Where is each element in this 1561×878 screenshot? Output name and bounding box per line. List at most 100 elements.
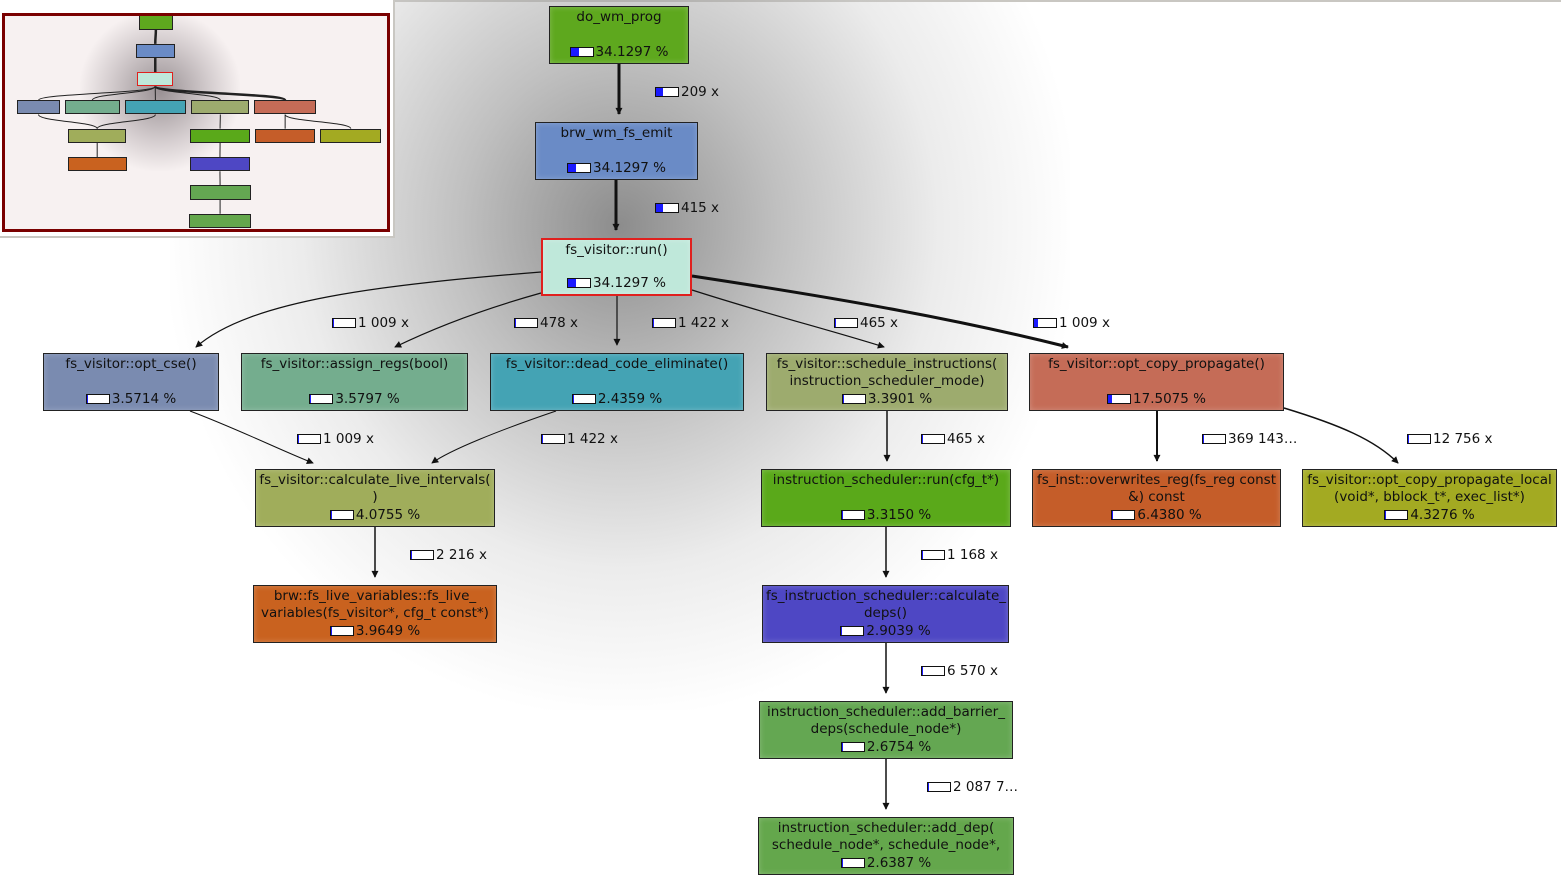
- minimap-node-schedule_instructions: [191, 100, 250, 115]
- function-node-add_barrier_deps[interactable]: instruction_scheduler::add_barrier_ deps…: [759, 701, 1013, 759]
- call-cost-bar: [1033, 318, 1057, 328]
- function-name: fs_visitor::schedule_instructions( instr…: [776, 356, 998, 389]
- function-name: brw_wm_fs_emit: [560, 125, 673, 141]
- function-node-add_dep[interactable]: instruction_scheduler::add_dep( schedule…: [758, 817, 1014, 875]
- cost-bar-fill: [841, 627, 843, 635]
- cost-bar-fill: [330, 627, 332, 635]
- minimap-node-calculate_deps: [190, 157, 250, 172]
- function-node-scheduler_run[interactable]: instruction_scheduler::run(cfg_t*)3.3150…: [761, 469, 1011, 527]
- edge-call-count: 6 570 x: [921, 663, 998, 679]
- call-count-text: 6 570 x: [947, 663, 998, 679]
- minimap-edge: [284, 114, 352, 130]
- call-cost-bar: [514, 318, 538, 328]
- call-cost-bar-fill: [656, 204, 663, 212]
- function-name: fs_visitor::opt_copy_propagate(): [1048, 356, 1265, 372]
- cost-bar: [841, 394, 866, 404]
- function-node-fs_live_variables[interactable]: brw::fs_live_variables::fs_live_ variabl…: [253, 585, 497, 643]
- function-node-calculate_deps[interactable]: fs_instruction_scheduler::calculate_ dep…: [762, 585, 1009, 643]
- function-node-opt_cse[interactable]: fs_visitor::opt_cse()3.5714 %: [43, 353, 219, 411]
- call-cost-bar-fill: [835, 319, 836, 327]
- function-node-calculate_live_intervals[interactable]: fs_visitor::calculate_live_intervals( )4…: [255, 469, 495, 527]
- edge-call-count: 1 168 x: [921, 547, 998, 563]
- cost-percent: 2.9039 %: [866, 623, 931, 639]
- cost-percent: 3.3150 %: [866, 507, 932, 523]
- cost-bar-fill: [1108, 395, 1113, 403]
- inclusive-cost: 2.9039 %: [763, 623, 1008, 640]
- call-edge-opt_cse-to-calculate_live_intervals[interactable]: [189, 410, 314, 465]
- edge-call-count: 2 216 x: [410, 547, 487, 563]
- inclusive-cost: 34.1297 %: [543, 275, 690, 292]
- call-cost-bar: [655, 203, 679, 213]
- minimap-edges: [38, 29, 352, 214]
- function-node-opt_copy_propagate_local[interactable]: fs_visitor::opt_copy_propagate_local (vo…: [1302, 469, 1557, 527]
- edge-call-count: 1 009 x: [297, 431, 374, 447]
- inclusive-cost: 34.1297 %: [536, 160, 697, 177]
- call-count-text: 478 x: [540, 315, 579, 331]
- function-node-overwrites_reg[interactable]: fs_inst::overwrites_reg(fs_reg const &) …: [1032, 469, 1281, 527]
- call-cost-bar-fill: [922, 667, 923, 675]
- function-name: instruction_scheduler::run(cfg_t*): [772, 472, 1000, 488]
- edge-call-count: 12 756 x: [1407, 431, 1493, 447]
- cost-percent: 2.4359 %: [597, 391, 663, 407]
- inclusive-cost: 4.0755 %: [256, 507, 494, 524]
- call-count-text: 209 x: [681, 84, 720, 100]
- minimap-node-dead_code_eliminate: [124, 100, 186, 115]
- call-cost-bar-fill: [656, 88, 663, 96]
- call-cost-bar: [1202, 434, 1226, 444]
- edge-call-count: 1 009 x: [332, 315, 409, 331]
- cost-percent: 3.9649 %: [355, 623, 421, 639]
- cost-bar-fill: [841, 511, 843, 519]
- cost-bar: [840, 742, 865, 752]
- call-count-text: 465 x: [947, 431, 986, 447]
- call-edge-fs_visitor_run-to-assign_regs[interactable]: [394, 292, 542, 348]
- call-cost-bar-fill: [411, 551, 412, 559]
- cost-bar-fill: [310, 395, 312, 403]
- edge-call-count: 478 x: [514, 315, 578, 331]
- call-count-text: 2 216 x: [436, 547, 487, 563]
- overview-minimap[interactable]: [2, 13, 390, 232]
- call-count-text: 12 756 x: [1433, 431, 1493, 447]
- function-name: instruction_scheduler::add_barrier_ deps…: [767, 704, 1005, 737]
- minimap-node-overwrites_reg: [255, 128, 316, 143]
- cost-bar-fill: [568, 279, 577, 287]
- call-cost-bar-fill: [515, 319, 516, 327]
- call-edge-fs_visitor_run-to-opt_cse[interactable]: [195, 271, 542, 348]
- call-edge-fs_visitor_run-to-opt_copy_propagate[interactable]: [691, 274, 1069, 349]
- inclusive-cost: 2.4359 %: [491, 391, 743, 408]
- inclusive-cost: 2.6387 %: [759, 855, 1013, 872]
- call-cost-bar: [652, 318, 676, 328]
- call-cost-bar-fill: [542, 435, 543, 443]
- call-cost-bar: [541, 434, 565, 444]
- function-node-dead_code_eliminate[interactable]: fs_visitor::dead_code_eliminate()2.4359 …: [490, 353, 744, 411]
- cost-percent: 17.5075 %: [1133, 391, 1206, 407]
- function-name: do_wm_prog: [576, 9, 662, 25]
- inclusive-cost: 3.3901 %: [767, 391, 1007, 408]
- cost-bar-fill: [1112, 511, 1114, 519]
- minimap-node-opt_copy_propagate: [254, 100, 316, 115]
- cost-percent: 2.6387 %: [866, 855, 932, 871]
- call-edge-fs_visitor_run-to-schedule_instructions[interactable]: [691, 289, 885, 349]
- call-cost-bar: [921, 666, 945, 676]
- function-name: fs_visitor::opt_copy_propagate_local (vo…: [1307, 472, 1552, 505]
- inclusive-cost: 6.4380 %: [1033, 507, 1280, 524]
- function-node-fs_visitor_run[interactable]: fs_visitor::run()34.1297 %: [541, 238, 692, 296]
- edge-call-count: 369 143…: [1202, 431, 1297, 447]
- call-cost-bar-fill: [298, 435, 299, 443]
- function-node-brw_wm_fs_emit[interactable]: brw_wm_fs_emit 34.1297 %: [535, 122, 698, 180]
- call-edge-opt_copy_propagate-to-opt_copy_propagate_local[interactable]: [1283, 407, 1399, 464]
- call-edge-dead_code_eliminate-to-calculate_live_intervals[interactable]: [431, 410, 557, 464]
- cost-bar: [309, 394, 334, 404]
- cost-bar-fill: [330, 511, 332, 519]
- function-node-assign_regs[interactable]: fs_visitor::assign_regs(bool)3.5797 %: [241, 353, 468, 411]
- minimap-node-add_dep: [189, 213, 251, 228]
- cost-percent: 6.4380 %: [1137, 507, 1202, 523]
- function-node-opt_copy_propagate[interactable]: fs_visitor::opt_copy_propagate()17.5075 …: [1029, 353, 1284, 411]
- inclusive-cost: 3.5797 %: [242, 391, 467, 408]
- minimap-edge: [154, 29, 158, 44]
- cost-bar-fill: [568, 164, 577, 172]
- call-cost-bar-fill: [653, 319, 654, 327]
- function-node-schedule_instructions[interactable]: fs_visitor::schedule_instructions( instr…: [766, 353, 1008, 411]
